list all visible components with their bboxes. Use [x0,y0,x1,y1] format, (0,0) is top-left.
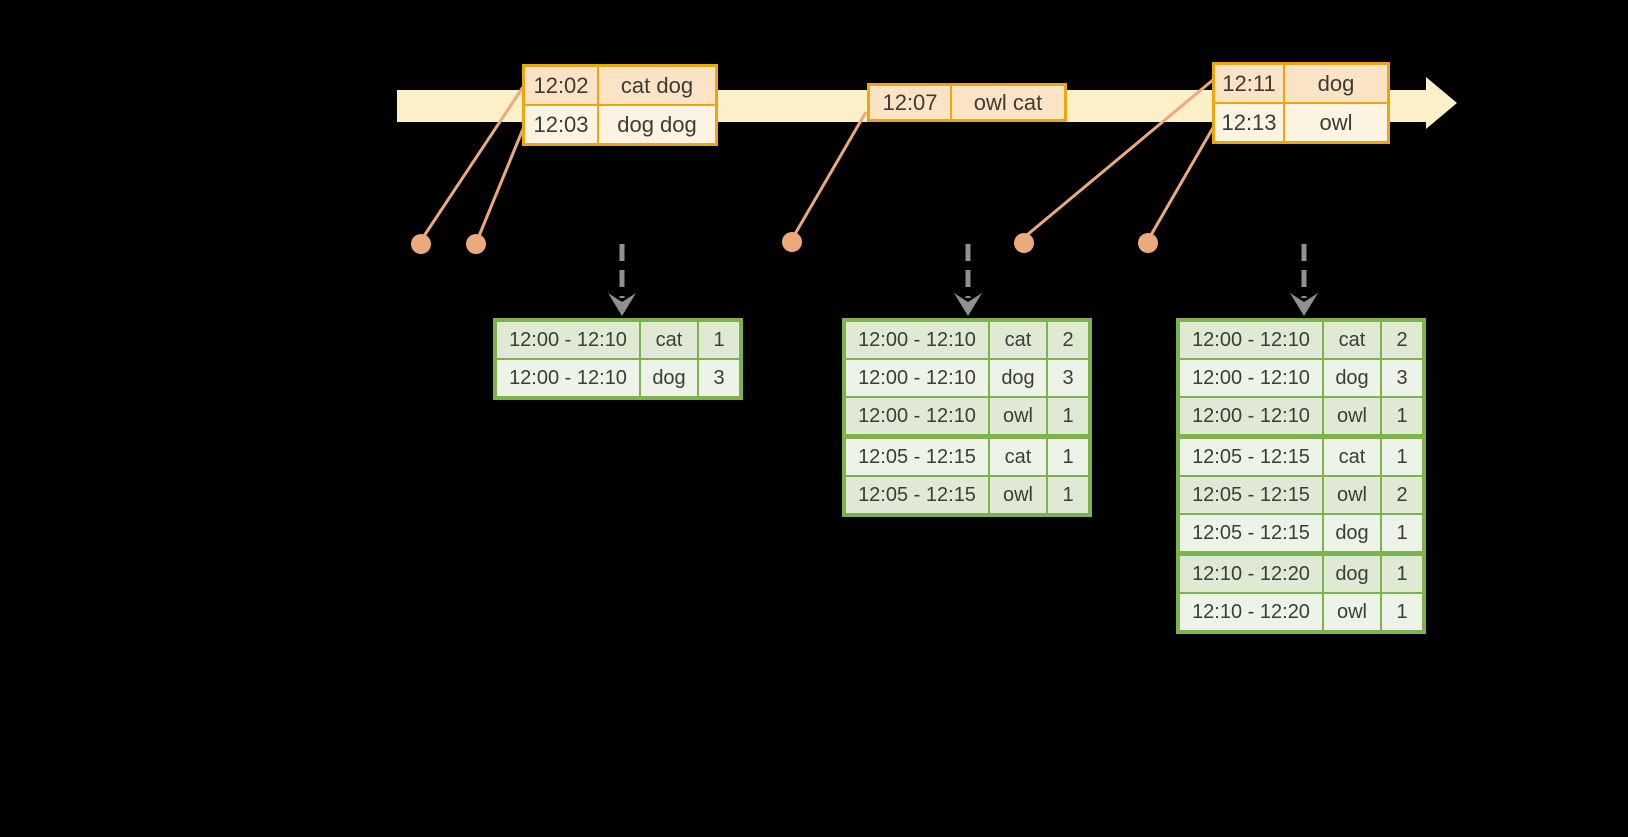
result-count-cell: 3 [1380,358,1425,398]
connector-line [793,111,868,235]
result-word-cell: dog [1322,513,1382,555]
event-time-cell: 12:03 [522,104,599,146]
event-dot [782,232,802,252]
result-count-cell: 1 [1046,475,1091,516]
event-words-cell: dog dog [597,104,718,146]
result-window-cell: 12:10 - 12:20 [1177,551,1324,594]
result-window-cell: 12:00 - 12:10 [494,358,641,399]
result-window-cell: 12:05 - 12:15 [1177,513,1324,555]
event-words-cell: owl [1283,102,1390,144]
result-word-cell: owl [1322,396,1382,438]
result-word-cell: dog [1322,551,1382,594]
result-word-cell: owl [1322,592,1382,633]
result-window-cell: 12:05 - 12:15 [1177,434,1324,477]
result-count-cell: 1 [1046,434,1091,477]
timeline-arrowhead-icon [1426,77,1457,129]
result-word-cell: owl [988,396,1048,438]
result-count-cell: 1 [1380,513,1425,555]
result-count-cell: 2 [1380,475,1425,515]
trigger-arrow [1290,244,1318,316]
event-time-cell: 12:02 [522,64,599,106]
result-window-cell: 12:00 - 12:10 [1177,358,1324,398]
arrow-down-icon [1290,293,1318,316]
result-word-cell: dog [988,358,1048,398]
result-count-cell: 2 [1046,319,1091,360]
result-word-cell: owl [988,475,1048,516]
trigger-arrow [608,244,636,316]
result-word-cell: cat [1322,434,1382,477]
result-word-cell: cat [1322,319,1382,360]
result-word-cell: dog [639,358,699,399]
result-count-cell: 1 [1380,551,1425,594]
result-window-cell: 12:00 - 12:10 [1177,319,1324,360]
event-dot [1014,233,1034,253]
result-window-cell: 12:00 - 12:10 [1177,396,1324,438]
result-window-cell: 12:10 - 12:20 [1177,592,1324,633]
event-time-cell: 12:07 [867,83,952,122]
event-words-cell: cat dog [597,64,718,106]
event-dot [411,234,431,254]
result-count-cell: 3 [1046,358,1091,398]
result-window-cell: 12:00 - 12:10 [843,396,990,438]
event-words-cell: owl cat [950,83,1067,122]
result-count-cell: 2 [1380,319,1425,360]
result-word-cell: cat [639,319,699,360]
result-word-cell: cat [988,319,1048,360]
trigger-arrow [954,244,982,316]
event-dot [466,234,486,254]
result-count-cell: 3 [697,358,742,399]
arrow-down-icon [954,293,982,316]
result-count-cell: 1 [1380,396,1425,438]
event-words-cell: dog [1283,62,1390,104]
result-count-cell: 1 [1380,434,1425,477]
result-word-cell: cat [988,434,1048,477]
result-word-cell: dog [1322,358,1382,398]
connector-line [477,128,525,237]
result-window-cell: 12:05 - 12:15 [843,475,990,516]
result-window-cell: 12:00 - 12:10 [843,319,990,360]
result-count-cell: 1 [1380,592,1425,633]
result-word-cell: owl [1322,475,1382,515]
result-window-cell: 12:00 - 12:10 [843,358,990,398]
connector-line [1149,125,1216,236]
event-time-cell: 12:11 [1212,62,1285,104]
result-count-cell: 1 [697,319,742,360]
result-window-cell: 12:05 - 12:15 [1177,475,1324,515]
result-window-cell: 12:05 - 12:15 [843,434,990,477]
result-window-cell: 12:00 - 12:10 [494,319,641,360]
event-dot [1138,233,1158,253]
result-count-cell: 1 [1046,396,1091,438]
arrow-down-icon [608,293,636,316]
event-time-cell: 12:13 [1212,102,1285,144]
